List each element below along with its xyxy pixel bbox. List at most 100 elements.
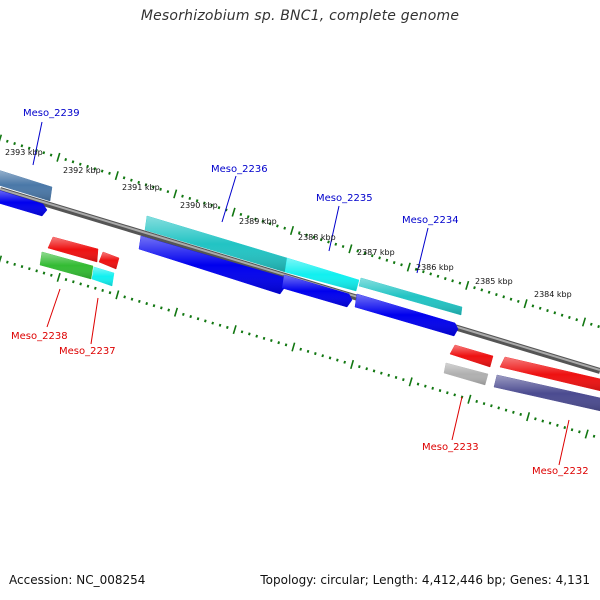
minor-tick xyxy=(239,212,243,217)
major-tick xyxy=(231,207,236,217)
minor-tick xyxy=(20,264,24,269)
scale-label: 2386 kbp xyxy=(416,263,454,272)
minor-tick xyxy=(553,311,557,315)
inner-tick-ring xyxy=(0,255,596,439)
minor-tick xyxy=(336,358,339,362)
minor-tick xyxy=(270,339,273,342)
minor-tick xyxy=(130,297,134,301)
minor-tick xyxy=(306,349,310,353)
minor-tick xyxy=(387,373,391,377)
accession-text: Accession: NC_008254 xyxy=(9,573,146,587)
minor-tick xyxy=(101,288,104,292)
minor-tick xyxy=(446,391,449,395)
minor-tick xyxy=(144,183,148,187)
minor-tick xyxy=(400,263,403,267)
minor-tick xyxy=(297,231,301,235)
minor-tick xyxy=(560,313,564,317)
minor-tick xyxy=(6,260,9,264)
minor-tick xyxy=(248,332,251,336)
minor-tick xyxy=(546,308,549,313)
minor-tick xyxy=(372,369,376,373)
leader-line xyxy=(416,227,429,274)
minor-tick xyxy=(480,288,484,292)
minor-tick xyxy=(189,314,193,319)
gene-label: Meso_2232 xyxy=(532,466,589,477)
minor-tick xyxy=(473,286,476,290)
major-tick xyxy=(173,307,179,317)
minor-tick xyxy=(495,292,498,297)
minor-tick xyxy=(210,203,214,207)
minor-tick xyxy=(246,215,250,219)
topology-text: Topology: circular; Length: 4,412,446 bp… xyxy=(260,573,590,587)
minor-tick xyxy=(568,315,571,320)
minor-tick xyxy=(50,273,53,277)
minor-tick xyxy=(145,301,149,306)
minor-tick xyxy=(195,199,199,203)
minor-tick xyxy=(71,160,75,164)
feature-gloss xyxy=(145,216,287,272)
major-tick xyxy=(114,171,119,181)
minor-tick xyxy=(597,324,600,329)
feature-gloss xyxy=(494,375,600,411)
minor-tick xyxy=(490,404,493,408)
major-tick xyxy=(291,342,296,352)
minor-tick xyxy=(138,299,141,303)
minor-tick xyxy=(575,318,579,322)
minor-tick xyxy=(334,242,338,246)
minor-tick xyxy=(424,384,427,388)
minor-tick xyxy=(28,267,31,271)
gene-label: Meso_2233 xyxy=(422,442,479,453)
minor-tick xyxy=(182,312,185,316)
minor-tick xyxy=(217,206,221,210)
feature-gloss xyxy=(444,363,488,385)
minor-tick xyxy=(35,269,38,273)
minor-tick xyxy=(538,306,542,310)
minor-tick xyxy=(392,260,396,265)
minor-tick xyxy=(72,280,75,284)
major-tick xyxy=(350,359,355,370)
minor-tick xyxy=(122,176,126,180)
minor-tick xyxy=(262,336,266,340)
minor-tick xyxy=(283,226,287,230)
minor-tick xyxy=(589,322,593,326)
minor-tick xyxy=(385,258,389,262)
minor-tick xyxy=(512,410,515,414)
major-tick xyxy=(56,152,61,162)
minor-tick xyxy=(64,157,68,162)
minor-tick xyxy=(531,304,535,308)
major-tick xyxy=(56,272,61,282)
gene-label: Meso_2237 xyxy=(59,346,116,357)
major-tick xyxy=(289,225,295,236)
feature-gloss xyxy=(92,267,114,286)
minor-tick xyxy=(167,308,171,312)
minor-tick xyxy=(64,277,68,282)
minor-tick xyxy=(13,141,16,146)
leader-line xyxy=(558,419,570,466)
map-title: Mesorhizobium sp. BNC1, complete genome xyxy=(140,8,460,24)
major-tick xyxy=(348,244,353,254)
feature-gloss xyxy=(450,345,493,367)
minor-tick xyxy=(321,354,325,358)
minor-tick xyxy=(108,291,112,295)
feature-gloss xyxy=(282,275,352,307)
minor-tick xyxy=(152,304,156,308)
minor-tick xyxy=(78,162,82,166)
major-tick xyxy=(0,134,3,142)
major-tick xyxy=(232,325,237,335)
minor-tick xyxy=(443,276,447,281)
minor-tick xyxy=(261,219,265,223)
minor-tick xyxy=(458,281,462,285)
feature-gloss xyxy=(355,294,458,336)
major-tick xyxy=(0,255,3,263)
minor-tick xyxy=(240,330,244,334)
minor-tick xyxy=(482,402,486,406)
scale-label: 2389 kbp xyxy=(239,217,277,226)
minor-tick xyxy=(341,244,345,249)
major-tick xyxy=(467,394,472,404)
minor-tick xyxy=(20,144,24,148)
minor-tick xyxy=(509,297,513,301)
gene-label: Meso_2234 xyxy=(402,215,459,226)
minor-tick xyxy=(327,240,330,244)
minor-tick xyxy=(254,217,257,221)
